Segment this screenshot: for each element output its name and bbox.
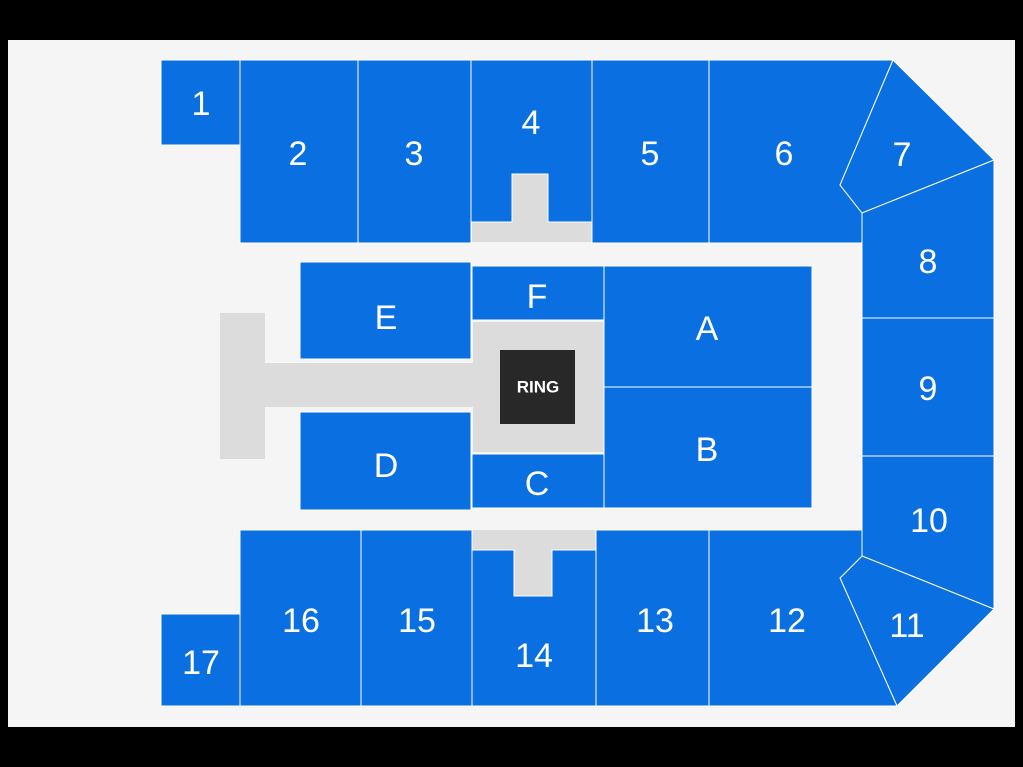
walkways	[220, 174, 604, 596]
section-A[interactable]: A	[603, 265, 813, 388]
section-F[interactable]: F	[471, 265, 605, 321]
section-C[interactable]: C	[471, 453, 605, 509]
south-tunnel-bar	[472, 530, 596, 550]
section-13[interactable]: 13	[595, 529, 710, 707]
section-16[interactable]: 16	[239, 529, 362, 707]
north-tunnel	[512, 174, 548, 226]
entrance-walkway	[262, 363, 482, 407]
section-9[interactable]: 9	[861, 317, 995, 457]
entrance-ramp-west	[220, 313, 265, 459]
section-3[interactable]: 3	[357, 59, 472, 244]
section-2[interactable]: 2	[239, 59, 359, 244]
section-E[interactable]: E	[299, 261, 472, 360]
ring: RING	[500, 350, 575, 424]
section-5[interactable]: 5	[591, 59, 710, 244]
south-tunnel	[514, 546, 552, 596]
section-B[interactable]: B	[603, 386, 813, 509]
section-15[interactable]: 15	[360, 529, 473, 707]
section-D[interactable]: D	[299, 411, 472, 511]
north-tunnel-bar	[472, 222, 592, 242]
section-17[interactable]: 17	[160, 613, 241, 707]
section-1[interactable]: 1	[160, 59, 242, 146]
